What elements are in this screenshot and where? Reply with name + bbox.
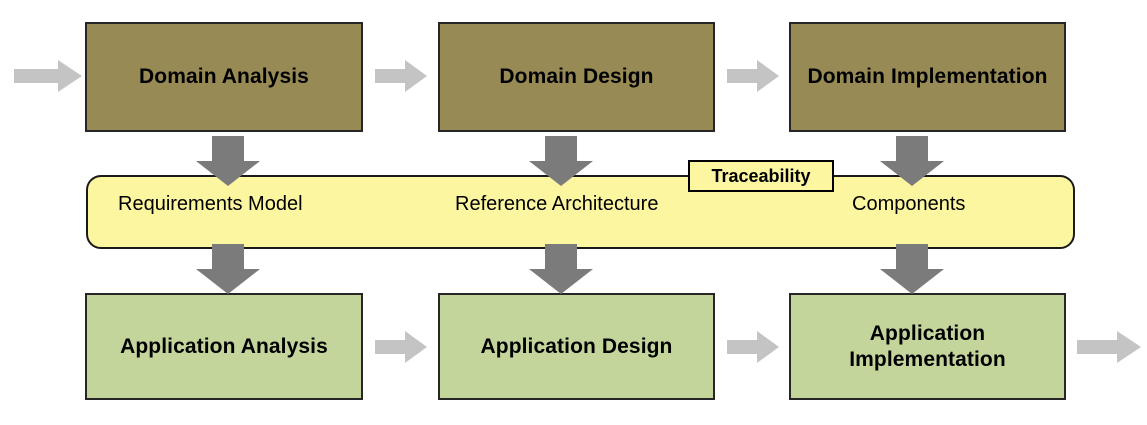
process-box-label: Application Design bbox=[480, 334, 673, 358]
flow-arrow-application-design-to-implementation bbox=[727, 331, 779, 363]
trace-arrow-domain-analysis-down bbox=[196, 136, 260, 186]
process-box-label: Domain Analysis bbox=[139, 65, 309, 89]
traceability-label: Traceability bbox=[688, 160, 834, 192]
flow-arrow-domain-design-to-implementation bbox=[727, 60, 779, 92]
process-box-application-implementation[interactable]: Application Implementation bbox=[789, 293, 1066, 400]
artifact-label-requirements-model: Requirements Model bbox=[118, 193, 303, 215]
process-box-label: Application Implementation bbox=[849, 321, 1006, 371]
trace-arrow-requirements-model-down bbox=[196, 244, 260, 294]
process-box-domain-design[interactable]: Domain Design bbox=[438, 22, 715, 132]
process-box-application-analysis[interactable]: Application Analysis bbox=[85, 293, 363, 400]
trace-arrow-reference-architecture-down bbox=[529, 244, 593, 294]
flow-arrow-application-analysis-to-design bbox=[375, 331, 427, 363]
process-box-label: Domain Implementation bbox=[807, 65, 1048, 89]
artifact-label-reference-architecture: Reference Architecture bbox=[455, 193, 659, 215]
trace-arrow-domain-implementation-down bbox=[880, 136, 944, 186]
process-box-label: Domain Design bbox=[499, 65, 654, 89]
trace-arrow-domain-design-down bbox=[529, 136, 593, 186]
traceability-label-text: Traceability bbox=[711, 165, 811, 186]
flow-arrow-domain-analysis-to-design bbox=[375, 60, 427, 92]
flow-arrow-entry-domain bbox=[14, 60, 82, 92]
artifact-label-components: Components bbox=[852, 193, 966, 215]
process-box-domain-analysis[interactable]: Domain Analysis bbox=[85, 22, 363, 132]
flow-arrow-exit-application bbox=[1077, 331, 1141, 363]
process-box-application-design[interactable]: Application Design bbox=[438, 293, 715, 400]
trace-arrow-components-down bbox=[880, 244, 944, 294]
traceability-band bbox=[86, 175, 1075, 249]
process-box-domain-implementation[interactable]: Domain Implementation bbox=[789, 22, 1066, 132]
process-box-label: Application Analysis bbox=[120, 334, 328, 358]
